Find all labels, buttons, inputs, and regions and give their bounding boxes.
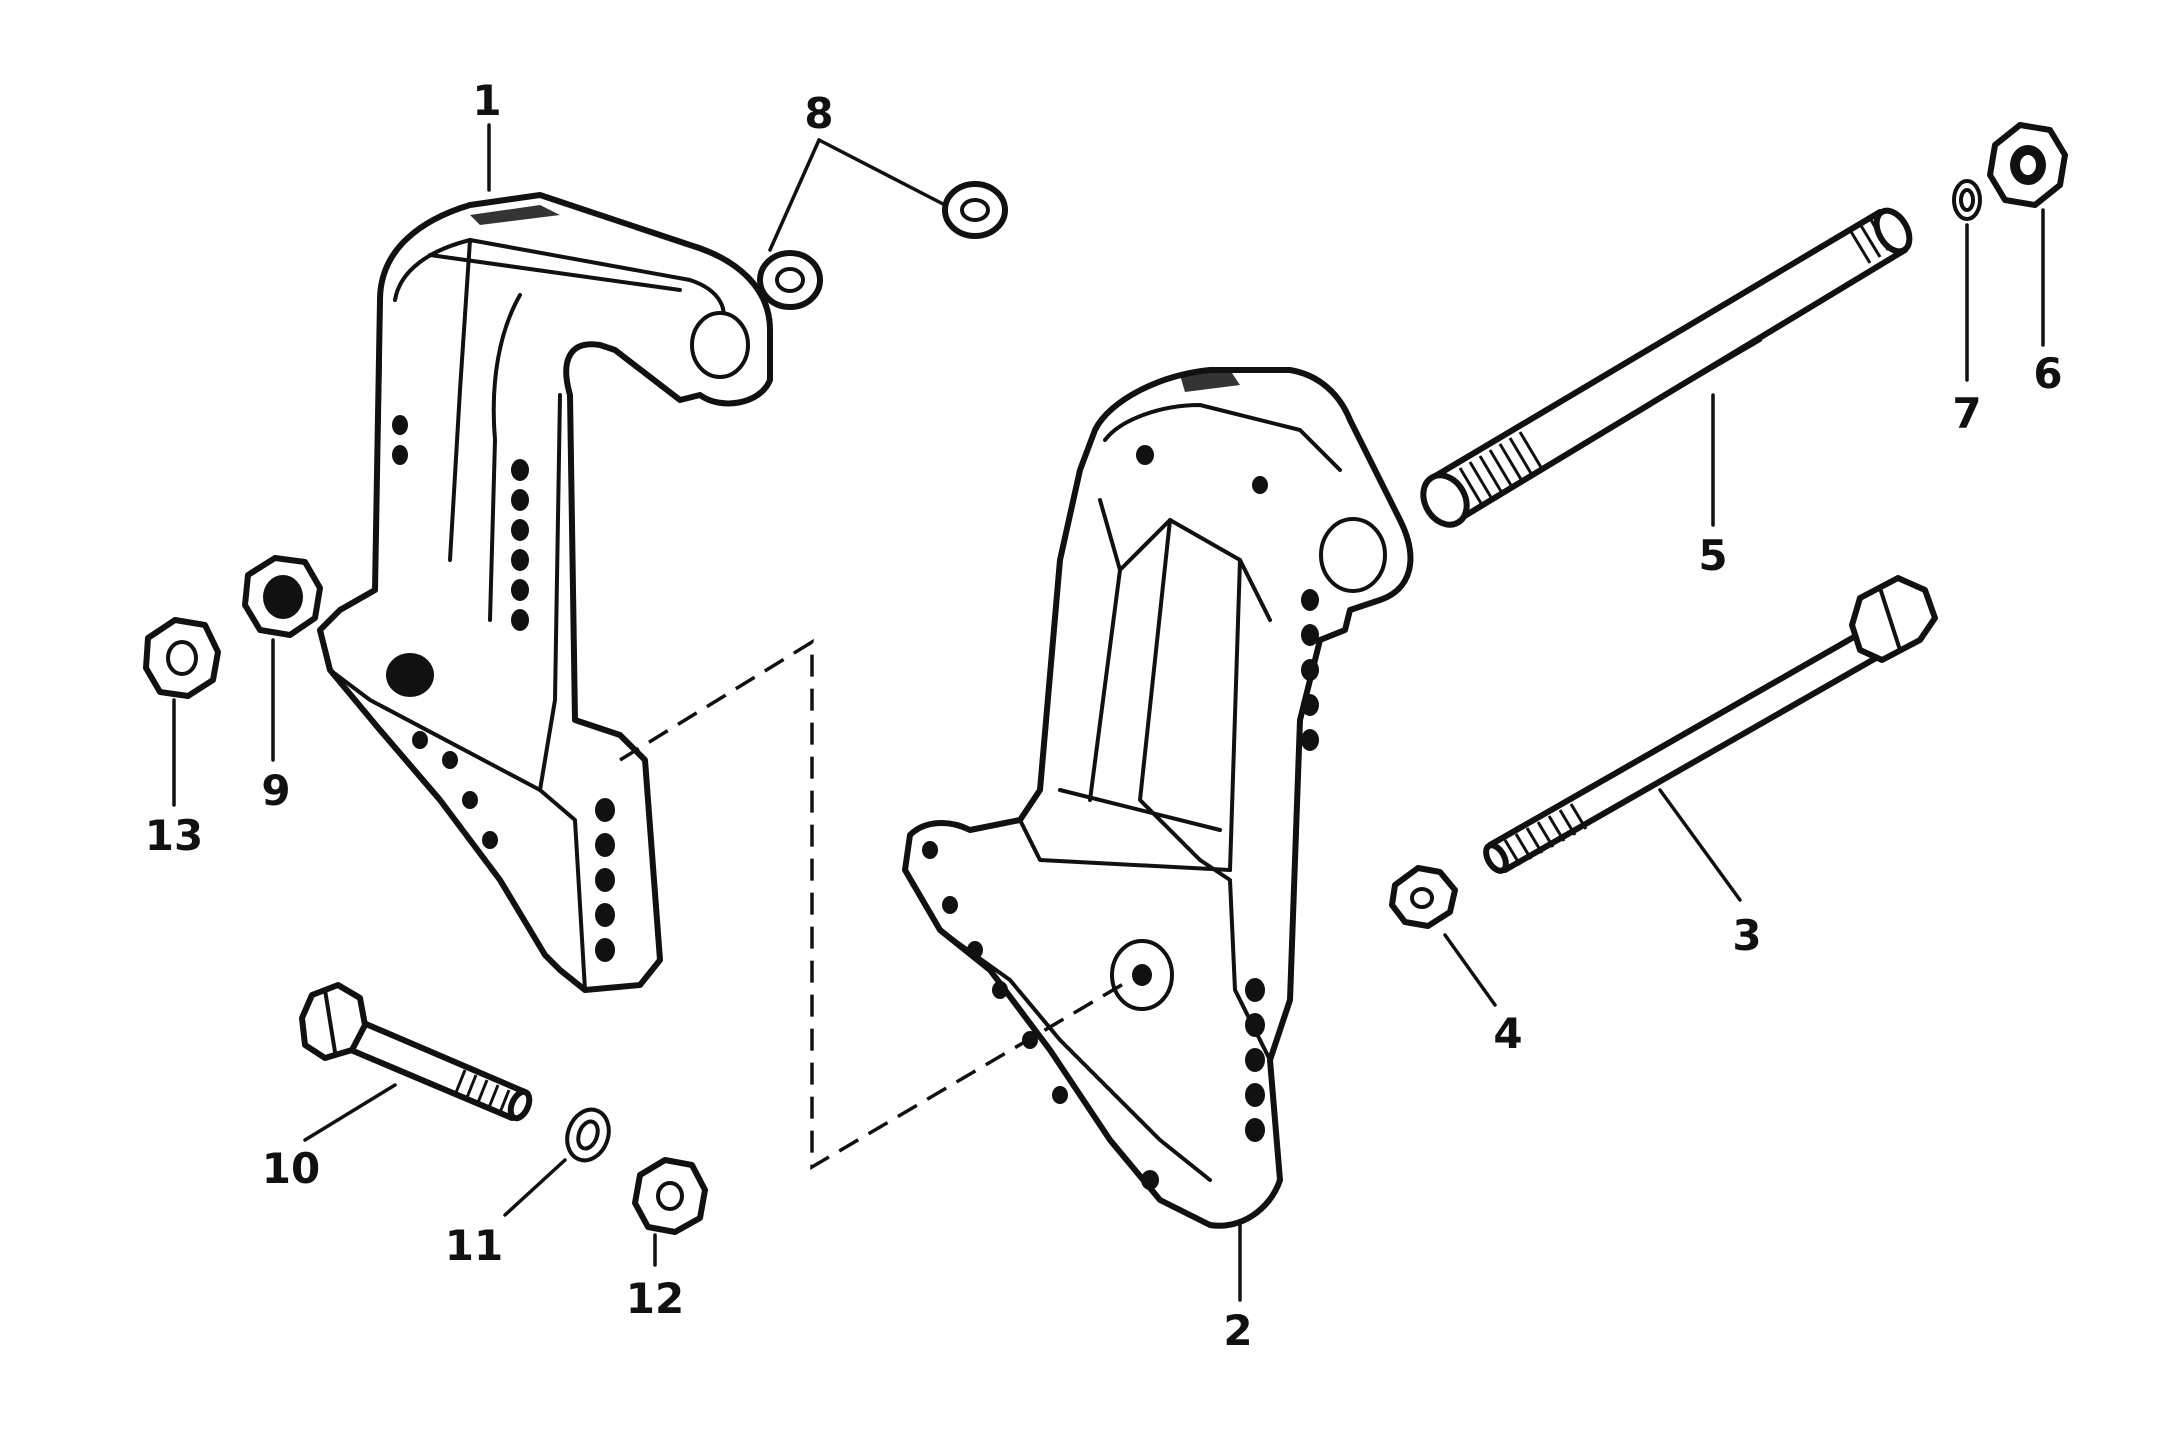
washer-bottom — [565, 1107, 611, 1163]
callout-9: 9 — [261, 766, 290, 815]
callout-1: 1 — [472, 76, 501, 125]
long-bolt — [1483, 575, 1938, 874]
callout-11: 11 — [445, 1221, 503, 1270]
callout-7: 7 — [1952, 389, 1981, 438]
callout-3: 3 — [1732, 911, 1761, 960]
callout-10: 10 — [262, 1144, 320, 1193]
clamp-bracket-left-holes — [392, 415, 615, 962]
callout-13: 13 — [145, 811, 203, 860]
callout-6: 6 — [2033, 349, 2062, 398]
swivel-tube-threads — [1458, 217, 1890, 506]
assembly-dashed-line — [619, 638, 1131, 1171]
nut-bottom — [632, 1157, 708, 1235]
leader-lines — [172, 123, 2045, 1302]
long-bolt-threads — [1503, 803, 1588, 866]
clamp-bracket-right — [902, 367, 1414, 1229]
clamp-bracket-left — [317, 192, 773, 993]
washer-upper — [942, 181, 1008, 239]
nut-far-left — [143, 617, 221, 699]
callout-4: 4 — [1493, 1009, 1522, 1058]
swivel-tube — [1420, 207, 1913, 528]
washer-lower — [757, 250, 823, 310]
callout-12: 12 — [626, 1274, 684, 1323]
washers-top — [757, 181, 1008, 310]
callout-8: 8 — [804, 89, 833, 138]
short-bolt-threads — [453, 1069, 511, 1116]
nut-left-dark — [242, 555, 323, 638]
nut-top-right — [1987, 122, 2068, 208]
callout-5: 5 — [1698, 531, 1727, 580]
callout-2: 2 — [1223, 1306, 1252, 1355]
short-bolt — [299, 982, 533, 1122]
washer-top-right — [1952, 179, 1982, 221]
clamp-bracket-right-holes — [922, 445, 1319, 1190]
callout-numbers: 1 2 3 4 5 6 7 8 9 10 11 12 13 — [145, 76, 2063, 1355]
nut-small-right — [1389, 865, 1458, 929]
